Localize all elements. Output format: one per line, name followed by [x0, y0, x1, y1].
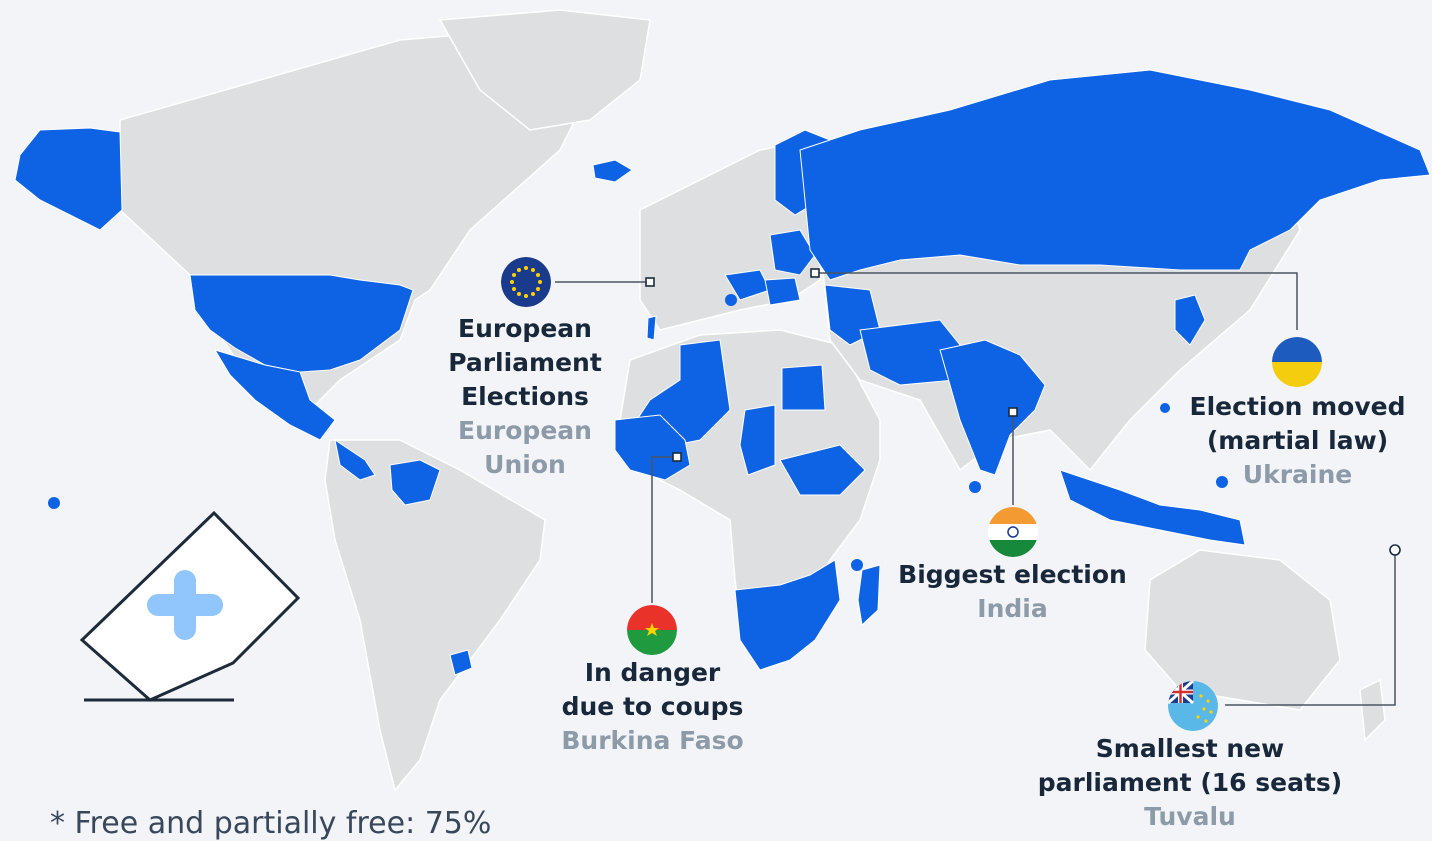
ukraine-title-line-2: (martial law) [1206, 426, 1389, 455]
india-title-line-1: Biggest election [898, 560, 1127, 589]
ukraine-leader [815, 272, 1298, 330]
southern-africa-region [734, 559, 841, 671]
south-america-land [324, 439, 546, 792]
india-country-line-1: India [977, 594, 1048, 623]
tuvalu-title-line-1: Smallest new [1095, 734, 1285, 763]
taiwan-dot [1160, 403, 1170, 413]
west-africa-region [614, 414, 691, 481]
alaska-region [14, 127, 123, 231]
usa-region [189, 274, 414, 373]
portugal-region [646, 315, 657, 341]
mexico-region [213, 349, 336, 441]
egypt-region [781, 364, 826, 411]
eu-title-line-2: Parliament [448, 348, 602, 377]
tuvalu-leader [1225, 550, 1396, 706]
election-countries [14, 69, 1431, 676]
ukraine-callout: Election moved (martial law) Ukraine [1170, 390, 1425, 492]
india-node [1008, 407, 1018, 417]
hawaii-dot [48, 497, 60, 509]
tuvalu-flag-icon [1168, 681, 1218, 731]
eastern-europe-region [769, 229, 816, 276]
leader-lines [555, 268, 1401, 706]
eu-callout: European Parliament Elections European U… [425, 312, 625, 482]
eu-title-line-1: European [458, 314, 592, 343]
burkina-leader [651, 456, 677, 603]
greenland-land [438, 9, 651, 131]
burkina-title-line-2: due to coups [561, 692, 744, 721]
chad-region [739, 404, 776, 476]
iceland-region [592, 159, 633, 183]
india-region [939, 339, 1046, 476]
footnote: * Free and partially free: 75% [50, 806, 492, 841]
eu-title-line-3: Elections [461, 382, 589, 411]
palau-dot [1216, 476, 1228, 488]
uruguay-region [449, 649, 473, 676]
burkina-title-line-1: In danger [584, 658, 721, 687]
burkina-callout: In danger due to coups Burkina Faso [540, 656, 765, 758]
eu-node [645, 277, 655, 287]
tuvalu-country-line-1: Tuvalu [1144, 802, 1236, 831]
comoros-dot [851, 559, 863, 571]
eu-country-line-2: Union [484, 450, 566, 479]
japan-korea-region [1174, 294, 1206, 346]
ukraine-country-line-1: Ukraine [1242, 460, 1353, 489]
ukraine-flag-icon [1272, 337, 1322, 387]
maldives-dot [969, 481, 981, 493]
india-callout: Biggest election India [880, 558, 1145, 626]
india-flag-icon [988, 507, 1038, 557]
tuvalu-callout: Smallest new parliament (16 seats) Tuval… [1030, 732, 1350, 834]
burkina-country-line-1: Burkina Faso [561, 726, 744, 755]
ballot-box-icon [79, 510, 301, 702]
ukraine-node [810, 268, 820, 278]
eu-flag-icon [501, 257, 551, 307]
burkina-node [672, 452, 682, 462]
malta-dot [725, 294, 737, 306]
romania-region [764, 277, 801, 306]
east-africa-region [779, 444, 866, 496]
russia-region [799, 69, 1431, 281]
indonesia-region [1059, 469, 1246, 546]
burkina-faso-flag-icon [627, 605, 677, 655]
tuvalu-title-line-2: parliament (16 seats) [1037, 768, 1343, 797]
new-zealand-land [1359, 678, 1386, 742]
eu-country-line-1: European [458, 416, 592, 445]
central-america-region [334, 438, 376, 481]
venezuela-region [389, 459, 441, 506]
island-dots [48, 294, 1228, 571]
tuvalu-node [1389, 544, 1401, 556]
madagascar-region [857, 564, 881, 627]
australia-land [1144, 549, 1341, 711]
ukraine-title-line-1: Election moved [1189, 392, 1406, 421]
